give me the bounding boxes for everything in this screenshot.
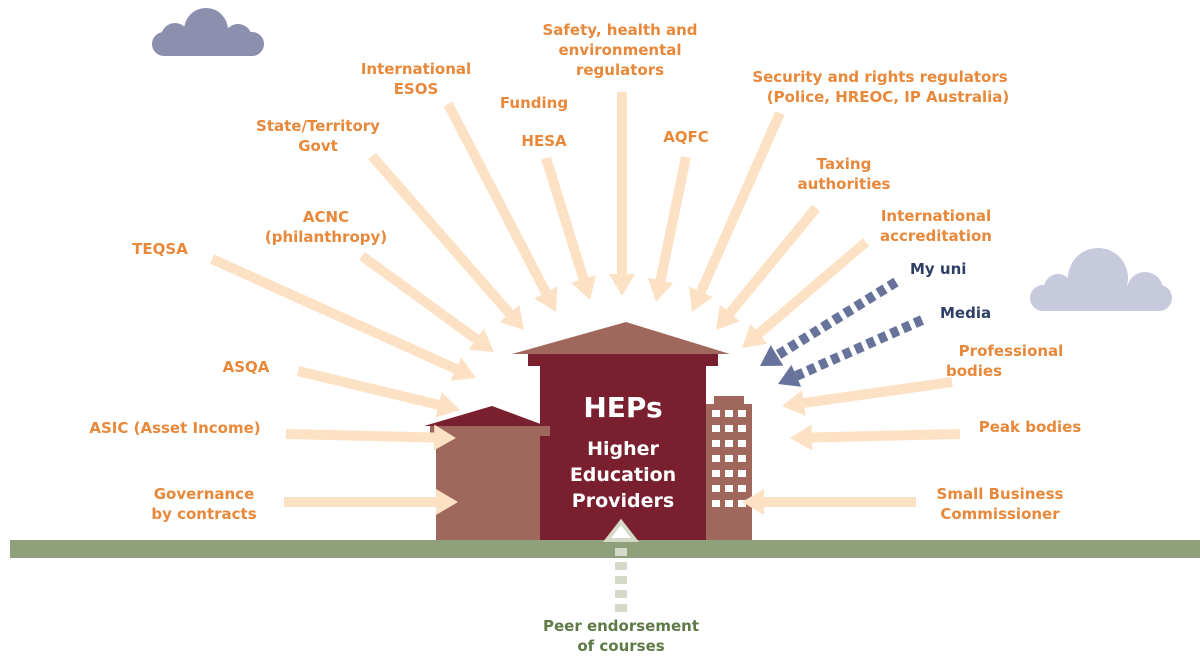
label-asqa: ASQA (222, 358, 270, 376)
label-acnc: ACNC (philanthropy) (256, 207, 396, 247)
label-peer-endorsement: Peer endorsement of courses (526, 616, 716, 656)
arrow-asqa (296, 366, 460, 418)
label-funding: Funding (499, 94, 569, 112)
incoming-arrows (209, 92, 961, 515)
label-line: Taxing (816, 155, 872, 173)
arrow-teqsa (209, 254, 476, 381)
arrow-intl-accreditation (742, 238, 870, 348)
heps-subtitle-line-1: Higher (587, 438, 659, 460)
arrow-state-govt (368, 152, 524, 330)
label-taxing-authorities: Taxing authorities (784, 154, 904, 194)
label-line: Peer endorsement (542, 617, 699, 635)
label-line: (Police, HREOC, IP Australia) (766, 88, 1010, 106)
label-peak-bodies: Peak bodies (978, 418, 1082, 436)
label-line: (philanthropy) (264, 228, 388, 246)
arrow-taxing (716, 204, 820, 330)
label-line: bodies (946, 362, 1003, 380)
arrow-acnc (359, 252, 494, 352)
label-line: State/Territory (256, 117, 380, 135)
label-small-business-commissioner: Small Business Commissioner (920, 484, 1080, 524)
label-line: regulators (575, 61, 665, 79)
label-hesa: HESA (521, 132, 567, 150)
arrow-peak-bodies (790, 424, 961, 451)
ground-strip (10, 540, 1200, 558)
label-state-territory-govt: State/Territory Govt (238, 116, 398, 156)
cloud-icon-right (1030, 248, 1172, 311)
arrow-small-business (742, 489, 916, 515)
label-line: environmental (558, 41, 682, 59)
label-line: Commissioner (940, 505, 1060, 523)
label-line: International (360, 60, 472, 78)
left-building (424, 406, 550, 540)
label-line: Governance (153, 485, 255, 503)
arrow-hesa (541, 156, 596, 300)
label-line: authorities (797, 175, 891, 193)
label-asic: ASIC (Asset Income) (89, 419, 261, 437)
peer-endorsement-arrow (602, 518, 640, 612)
right-tower (706, 396, 752, 540)
label-safety-regulators: Safety, health and environmental regulat… (520, 20, 720, 80)
arrow-international-esos (443, 101, 558, 312)
arrow-asic (285, 424, 456, 451)
label-international-esos: International ESOS (346, 59, 486, 99)
heps-title: HEPs (583, 391, 663, 424)
arrow-professional-bodies (782, 377, 953, 416)
media-arrows (760, 277, 925, 387)
arrow-media (778, 315, 925, 387)
arrow-governance (284, 489, 458, 515)
main-building (512, 322, 730, 540)
label-line: International (880, 207, 992, 225)
label-aqfc: AQFC (663, 128, 709, 146)
label-teqsa: TEQSA (132, 240, 188, 258)
label-media: Media (940, 304, 992, 322)
label-international-accreditation: International accreditation (866, 206, 1006, 246)
label-line: of courses (577, 637, 665, 655)
arrow-safety (609, 92, 635, 296)
label-professional-bodies: Professional bodies (946, 341, 1076, 381)
cloud-icon-top-left (152, 8, 264, 56)
label-security-regulators: Security and rights regulators (Police, … (730, 67, 1030, 107)
label-my-uni: My uni (910, 260, 967, 278)
label-line: ESOS (393, 80, 439, 98)
arrow-aqfc (647, 156, 691, 302)
label-line: Small Business (936, 485, 1064, 503)
label-line: Safety, health and (542, 21, 698, 39)
arrow-security (689, 111, 785, 312)
arrow-my-uni (760, 277, 899, 366)
label-line: Govt (298, 137, 338, 155)
label-line: Professional (958, 342, 1064, 360)
label-governance-by-contracts: Governance by contracts (136, 484, 272, 524)
heps-subtitle-line-2: Education (569, 464, 677, 486)
label-line: accreditation (880, 227, 992, 245)
heps-subtitle-line-3: Providers (571, 490, 675, 512)
label-line: ACNC (302, 208, 350, 226)
label-line: by contracts (151, 505, 257, 523)
label-line: Security and rights regulators (752, 68, 1008, 86)
